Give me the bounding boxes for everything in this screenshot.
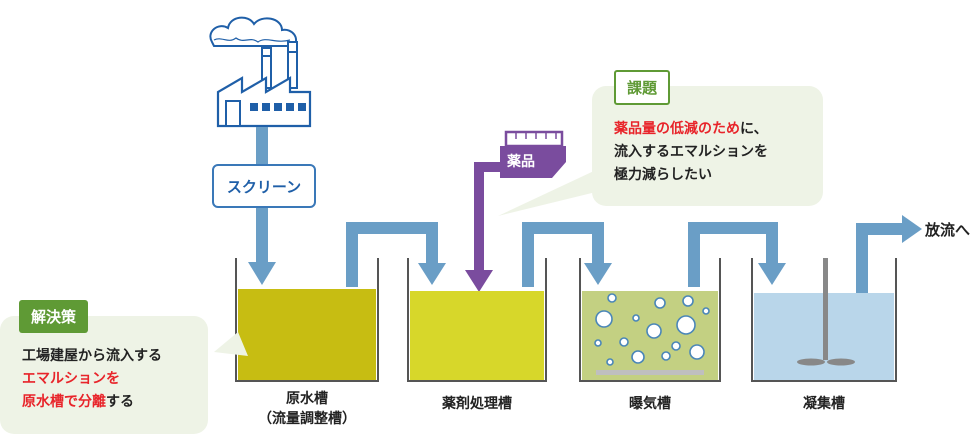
factory-icon (209, 16, 312, 128)
tank-name: 凝集槽 (803, 396, 845, 412)
solution-line2: エマルションを (22, 371, 120, 387)
screen-label: スクリーン (226, 177, 302, 196)
solution-line3-red: 原水槽で分離 (22, 394, 106, 410)
mixer-icon (797, 258, 855, 366)
tank-label-aeration: 曝気槽 (580, 394, 720, 414)
tank-label-coagulation: 凝集槽 (754, 394, 894, 414)
pipe-screen-tank1 (256, 206, 268, 264)
tank-chemical-treatment (407, 258, 547, 382)
chemical-pipe (465, 162, 502, 292)
pipe-tank3-tank4 (688, 222, 786, 287)
issue-line2: 流入するエマルションを (614, 144, 768, 160)
solution-tag: 解決策 (19, 300, 89, 333)
solution-bubble-tail (214, 332, 248, 356)
tank-name: 原水槽 (286, 391, 328, 407)
tank-label-raw-water: 原水槽 （流量調整槽） (237, 389, 377, 429)
chemical-label: 薬品 (507, 154, 535, 170)
pipe-tank1-tank2 (346, 222, 446, 287)
pipe-factory-screen (256, 127, 268, 164)
solution-text: 工場建屋から流入する エマルションを 原水槽で分離する (22, 345, 162, 414)
discharge-label: 放流へ (925, 221, 971, 239)
issue-line1-rest: に、 (740, 121, 768, 137)
solution-line1: 工場建屋から流入する (22, 348, 162, 364)
screen-box: スクリーン (212, 164, 316, 208)
tank-raw-water (235, 258, 379, 382)
solution-bubble (0, 316, 208, 434)
pipe-tank2-tank3 (522, 222, 612, 287)
pipe-discharge (856, 215, 922, 293)
aeration-bubbles-icon (594, 293, 710, 366)
arrow-into-tank1 (248, 262, 276, 285)
issue-line3: 極力減らしたい (614, 167, 712, 183)
tank-sub: （流量調整槽） (258, 411, 356, 427)
issue-text: 薬品量の低減のために、 流入するエマルションを 極力減らしたい (614, 118, 768, 187)
chemical-tag-icon (500, 130, 566, 178)
issue-line1-red: 薬品量の低減のため (614, 121, 740, 137)
issue-bubble-tail (498, 170, 596, 216)
issue-bubble (592, 86, 823, 206)
tank-name: 曝気槽 (629, 396, 671, 412)
tank-name: 薬剤処理槽 (442, 396, 512, 412)
tank-label-chemical-treatment: 薬剤処理槽 (407, 394, 547, 414)
solution-line3-rest: する (106, 394, 134, 410)
issue-tag: 課題 (614, 70, 671, 105)
tank-aeration (579, 258, 721, 382)
tank-coagulation (751, 258, 897, 382)
